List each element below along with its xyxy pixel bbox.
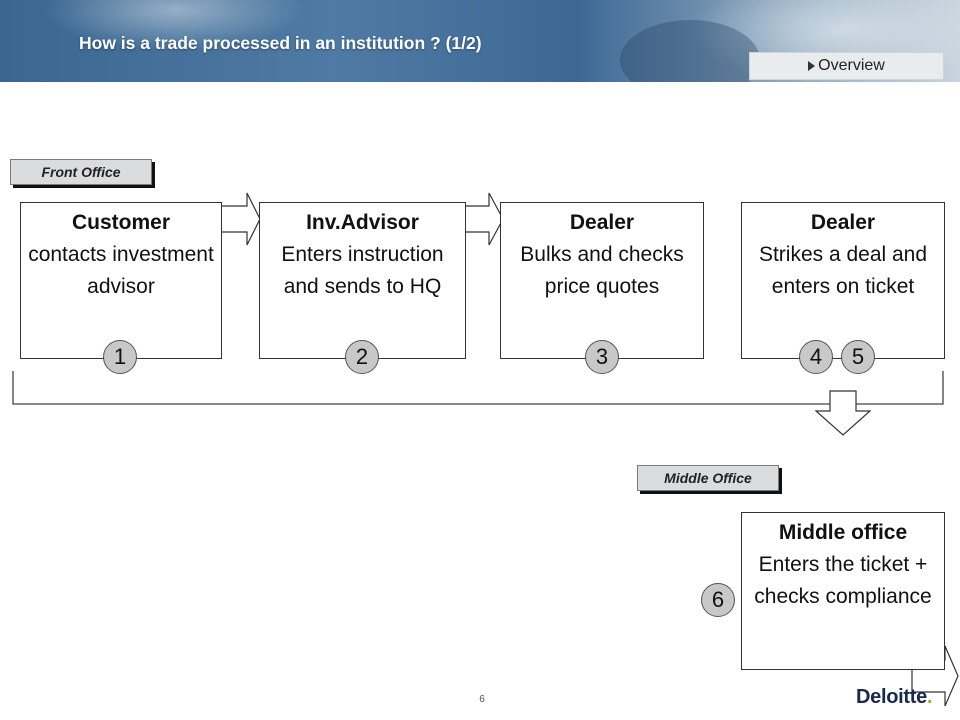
overview-tab[interactable]: Overview (749, 52, 944, 80)
step-number-6: 6 (701, 583, 735, 617)
play-triangle-icon (808, 61, 816, 71)
step-body: Enters instruction and sends to HQ (281, 243, 444, 298)
step-heading: Dealer (810, 211, 876, 234)
header-banner: How is a trade processed in an instituti… (0, 0, 960, 82)
deloitte-logo: Deloitte. (856, 686, 933, 709)
step-body: Strikes a deal and enters on ticket (758, 243, 928, 298)
step-heading: Inv.Advisor (306, 211, 419, 234)
middle-office-label: Middle Office (637, 465, 779, 491)
logo-dot: . (926, 686, 933, 708)
step-box-middle-office: Middle office Enters the ticket + checks… (741, 512, 945, 670)
step-box-dealer-bulks: Dealer Bulks and checks price quotes (500, 202, 704, 359)
step-number-4: 4 (799, 340, 833, 374)
step-heading: Customer (71, 211, 171, 234)
step-number-5: 5 (841, 340, 875, 374)
overview-tab-label: Overview (818, 57, 885, 74)
step-box-customer: Customer contacts investment advisor (20, 202, 222, 359)
step-body: contacts investment advisor (28, 243, 214, 298)
page-number: 6 (479, 694, 485, 705)
step-number-3: 3 (585, 340, 619, 374)
front-office-bracket (12, 371, 944, 405)
step-body: Bulks and checks price quotes (520, 243, 684, 298)
front-office-label: Front Office (10, 159, 152, 185)
step-box-inv-advisor: Inv.Advisor Enters instruction and sends… (259, 202, 466, 359)
slide-title: How is a trade processed in an instituti… (79, 33, 482, 53)
step-heading: Middle office (778, 521, 908, 544)
step-box-dealer-strikes: Dealer Strikes a deal and enters on tick… (741, 202, 945, 359)
step-number-1: 1 (103, 340, 137, 374)
arrow-down (814, 390, 872, 436)
step-number-2: 2 (345, 340, 379, 374)
step-body: Enters the ticket + checks compliance (754, 553, 932, 608)
arrow-right-2 (459, 192, 504, 246)
logo-text: Deloitte (856, 686, 927, 708)
step-heading: Dealer (569, 211, 635, 234)
arrow-right-1 (217, 192, 261, 246)
